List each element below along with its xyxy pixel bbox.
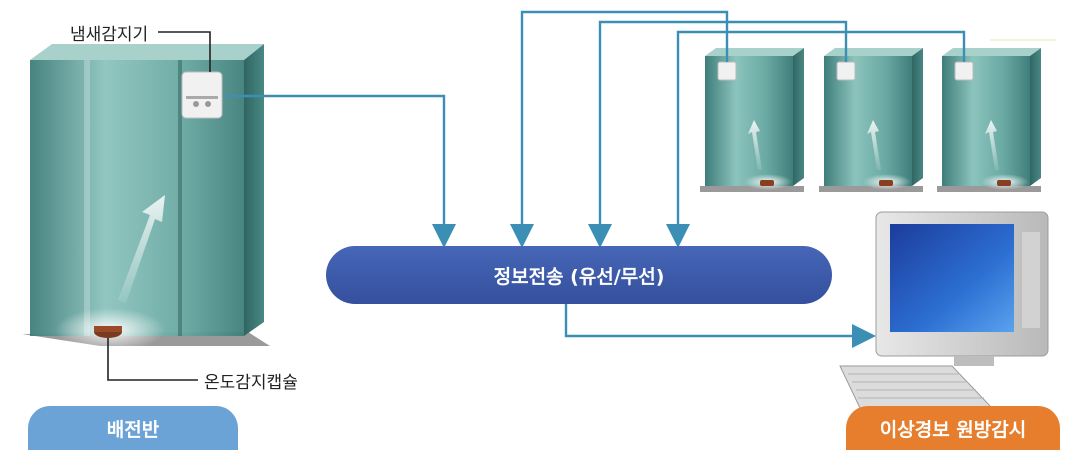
capsule-leader-line [107,338,198,381]
connector-main-cabinet [226,94,456,248]
remote-cabinet-2 [819,48,923,192]
remote-cabinet-3 [937,48,1041,192]
panel-label: 배전반 [28,406,238,450]
remote-cabinet-1 [700,48,804,192]
main-cabinet [22,44,270,352]
heat-arrow-icon [118,195,165,303]
connector-remote-3 [666,30,966,248]
connector-lines [226,10,966,348]
connector-remote-1 [510,10,729,248]
smell-sensor-icon [181,71,223,119]
remote-monitoring-label: 이상경보 원방감시 [846,406,1060,450]
smell-sensor-leader-line [158,31,211,72]
temperature-capsule-label: 온도감지캡슐 [204,373,298,393]
connector-to-monitor [564,304,876,348]
monitor-icon [875,211,1049,366]
information-transfer-node: 정보전송 (유선/무선) [326,246,832,304]
smell-sensor-label: 냄새감지기 [70,25,149,45]
connector-remote-2 [588,20,848,248]
